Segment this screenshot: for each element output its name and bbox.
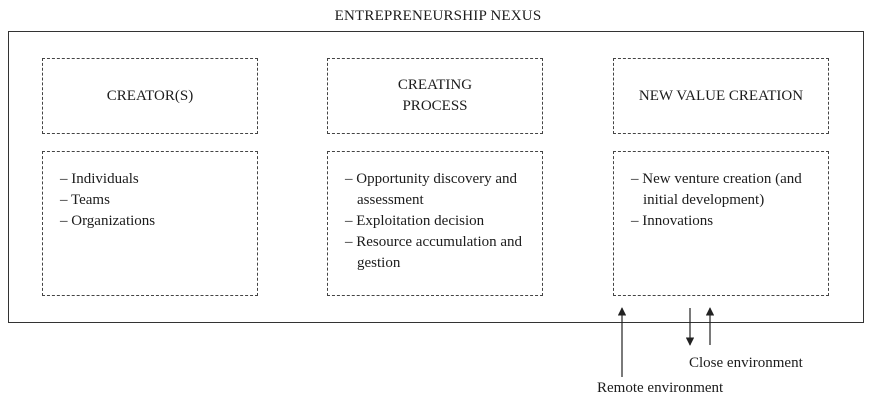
list-item: Resource accumulation and gestion	[345, 232, 543, 274]
new-value-creation-heading-box: NEW VALUE CREATION	[613, 58, 829, 134]
remote-environment-label: Remote environment	[597, 380, 724, 396]
creating-process-heading-box: CREATING PROCESS	[327, 58, 543, 134]
diagram-title: ENTREPRENEURSHIP NEXUS	[334, 8, 542, 24]
new-value-creation-heading: NEW VALUE CREATION	[638, 87, 804, 104]
creators-list: Individuals Teams Organizations	[60, 169, 251, 232]
list-item: Innovations	[631, 211, 822, 232]
new-value-creation-list-box: New venture creation (and initial develo…	[613, 151, 829, 296]
creators-heading: CREATOR(S)	[106, 87, 194, 104]
list-item: Individuals	[60, 169, 251, 190]
creating-process-list-box: Opportunity discovery and assessment Exp…	[327, 151, 543, 296]
list-item: Teams	[60, 190, 251, 211]
creators-list-box: Individuals Teams Organizations	[42, 151, 258, 296]
close-environment-label: Close environment	[689, 355, 803, 371]
new-value-creation-list: New venture creation (and initial develo…	[631, 169, 822, 232]
nexus-frame	[8, 31, 864, 323]
list-item: Exploitation decision	[345, 211, 536, 232]
list-item: New venture creation (and initial develo…	[631, 169, 823, 211]
creating-process-heading: CREATING PROCESS	[397, 77, 473, 114]
list-item: Organizations	[60, 211, 251, 232]
creators-heading-box: CREATOR(S)	[42, 58, 258, 134]
list-item: Opportunity discovery and assessment	[345, 169, 535, 211]
creating-process-list: Opportunity discovery and assessment Exp…	[345, 169, 536, 274]
